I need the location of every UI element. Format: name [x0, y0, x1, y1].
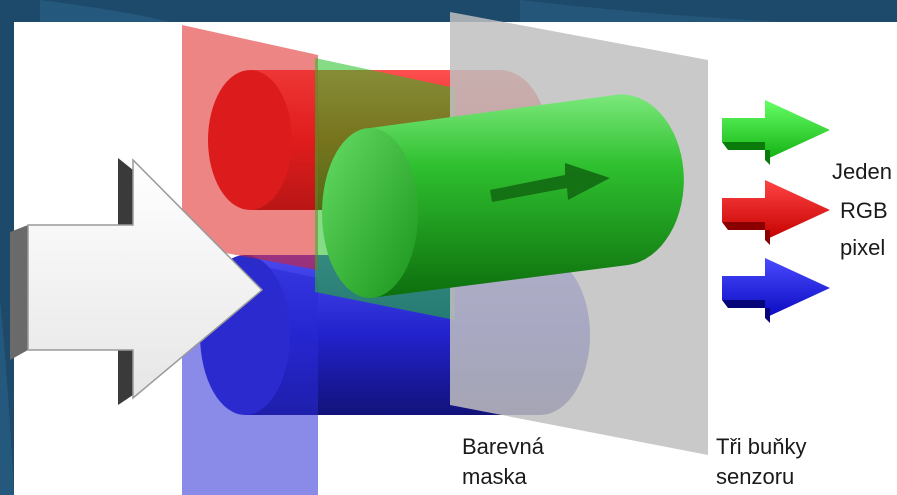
pixel-label-line3: pixel: [840, 235, 886, 260]
direction-arrow-icon: [490, 163, 610, 202]
green-output-arrow-icon: [722, 100, 830, 165]
sensor-label-line1: Tři buňky: [716, 434, 807, 459]
white-input-arrow-icon: [10, 158, 264, 405]
mask-label-line2: maska: [462, 464, 527, 489]
red-output-arrow-icon: [722, 180, 830, 245]
mask-label-line1: Barevná: [462, 434, 544, 459]
blue-output-arrow-icon: [722, 258, 830, 323]
green-light-cylinder: [322, 94, 684, 299]
red-filter-panel: [182, 25, 318, 270]
pixel-label-line1: Jeden: [832, 159, 892, 184]
pixel-label-line2: RGB: [840, 198, 888, 223]
sensor-label-line2: senzoru: [716, 464, 795, 489]
